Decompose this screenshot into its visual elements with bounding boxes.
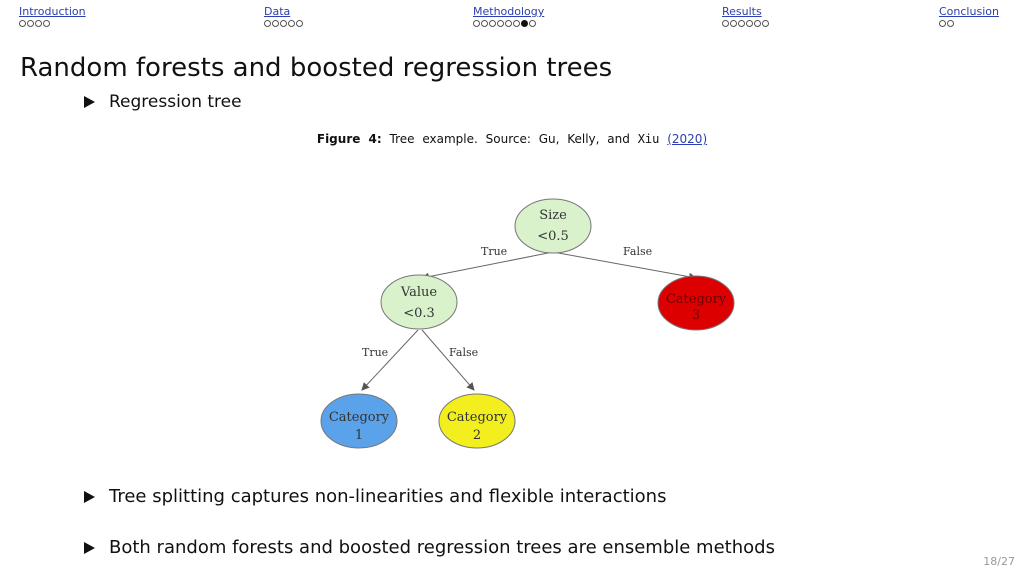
tree-node-category-2-number: 2 (473, 428, 481, 443)
nav-dot[interactable] (762, 20, 769, 27)
edge-label-value-false: False (449, 346, 478, 359)
nav-dot[interactable] (722, 20, 729, 27)
bullet-text: Both random forests and boosted regressi… (109, 537, 775, 558)
nav-dot[interactable] (296, 20, 303, 27)
nav-dot[interactable] (529, 20, 536, 27)
edge-root-true (421, 251, 554, 281)
nav-dot[interactable] (35, 20, 42, 27)
edge-label-value-true: True (362, 346, 388, 359)
figure-caption: Figure 4: Tree example. Source: Gu, Kell… (0, 132, 1024, 146)
bullet-text: Tree splitting captures non-linearities … (109, 486, 667, 507)
tree-node-root-label: Size (539, 208, 567, 223)
nav-section-data: Data (264, 5, 303, 27)
nav-dot[interactable] (280, 20, 287, 27)
edge-label-root-true: True (481, 245, 507, 258)
bullet-triangle-icon (84, 96, 95, 108)
nav-dot[interactable] (272, 20, 279, 27)
nav-section-conclusion: Conclusion (939, 5, 999, 27)
bullet-text: Regression tree (109, 92, 242, 112)
edge-label-root-false: False (623, 245, 652, 258)
nav-dot[interactable] (27, 20, 34, 27)
tree-node-root-threshold: <0.5 (537, 229, 569, 244)
nav-dots-introduction (19, 20, 86, 27)
tree-node-value: Value <0.3 (380, 274, 458, 330)
nav-dot[interactable] (730, 20, 737, 27)
nav-dot[interactable] (939, 20, 946, 27)
nav-dot[interactable] (738, 20, 745, 27)
tree-node-root: Size <0.5 (514, 198, 592, 254)
tree-node-value-label: Value (400, 285, 437, 300)
nav-link-methodology[interactable]: Methodology (473, 5, 545, 18)
edge-value-true (361, 329, 419, 391)
nav-link-results[interactable]: Results (722, 5, 762, 18)
nav-dot[interactable] (264, 20, 271, 27)
tree-node-category-1-shape (320, 393, 398, 449)
tree-node-category-2-label: Category (447, 410, 508, 425)
tree-node-category-3: Category 3 (657, 275, 735, 331)
regression-tree-diagram: True False True False Size <0.5 Value <0… (320, 198, 735, 449)
nav-dot-current[interactable] (521, 20, 528, 27)
nav-dots-data (264, 20, 303, 27)
nav-dot[interactable] (473, 20, 480, 27)
bullet-ensemble-methods: Both random forests and boosted regressi… (84, 537, 775, 558)
figure-label: Figure 4: (316, 132, 382, 146)
nav-dots-methodology (473, 20, 544, 27)
nav-dot[interactable] (481, 20, 488, 27)
nav-dot[interactable] (288, 20, 295, 27)
nav-section-introduction: Introduction (19, 5, 86, 27)
nav-dots-results (722, 20, 769, 27)
figure-caption-author: Xiu (637, 132, 660, 146)
nav-dot[interactable] (505, 20, 512, 27)
tree-node-category-1-number: 1 (355, 428, 363, 443)
tree-node-category-3-number: 3 (692, 308, 700, 323)
nav-dot[interactable] (947, 20, 954, 27)
tree-node-category-1: Category 1 (320, 393, 398, 449)
nav-dot[interactable] (19, 20, 26, 27)
tree-node-category-3-label: Category (666, 292, 727, 307)
tree-node-category-2: Category 2 (438, 393, 516, 449)
nav-dot[interactable] (497, 20, 504, 27)
nav-dot[interactable] (746, 20, 753, 27)
nav-link-conclusion[interactable]: Conclusion (939, 5, 999, 18)
citation-link[interactable]: (2020) (667, 132, 708, 146)
bullet-tree-splitting: Tree splitting captures non-linearities … (84, 486, 666, 507)
edge-value-false (421, 329, 475, 391)
bullet-regression-tree: Regression tree (84, 92, 242, 112)
nav-dot[interactable] (754, 20, 761, 27)
bullet-triangle-icon (84, 541, 95, 554)
tree-node-category-3-shape (657, 275, 735, 331)
nav-dot[interactable] (513, 20, 520, 27)
bullet-triangle-icon (84, 490, 95, 503)
slide-title: Random forests and boosted regression tr… (20, 53, 613, 83)
nav-section-results: Results (722, 5, 769, 27)
tree-node-value-threshold: <0.3 (403, 306, 435, 321)
page-number: 18/27 (983, 555, 1015, 568)
nav-link-data[interactable]: Data (264, 5, 291, 18)
nav-link-introduction[interactable]: Introduction (19, 5, 86, 18)
tree-node-category-1-label: Category (329, 410, 390, 425)
figure-caption-text: Tree example. Source: Gu, Kelly, and (389, 132, 630, 146)
edge-root-false (552, 251, 697, 281)
nav-dot[interactable] (43, 20, 50, 27)
section-nav: Introduction Data Methodology Results Co… (0, 0, 1024, 34)
nav-section-methodology: Methodology (473, 5, 544, 27)
nav-dot[interactable] (489, 20, 496, 27)
tree-node-value-shape (380, 274, 458, 330)
tree-node-root-shape (514, 198, 592, 254)
nav-dots-conclusion (939, 20, 999, 27)
tree-node-category-2-shape (438, 393, 516, 449)
